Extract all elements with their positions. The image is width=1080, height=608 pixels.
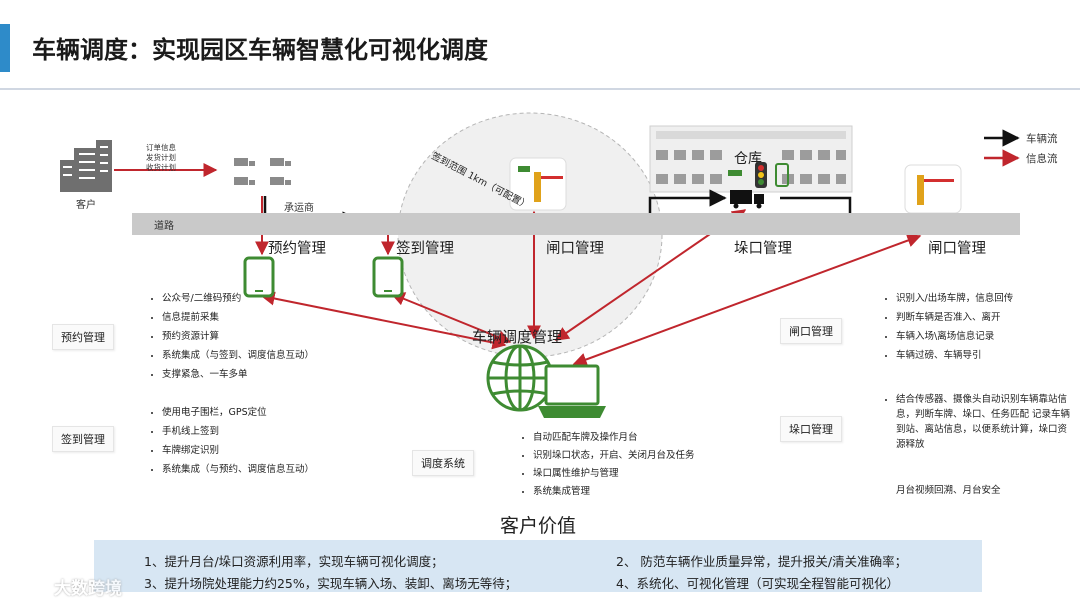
list-item: 信息提前采集 (162, 311, 332, 324)
list-item: 结合传感器、摄像头自动识别车辆靠站信息，判断车牌、垛口、任务匹配 记录车辆到站、… (896, 392, 1074, 452)
list-item: 系统集成管理 (533, 486, 743, 498)
customer-label: 客户 (76, 196, 96, 211)
dock-extra-note: 月台视频回溯、月台安全 (896, 482, 1001, 496)
gate-heading: 闸口管理 (780, 318, 842, 344)
list-item: 系统集成（与签到、调度信息互动） (162, 349, 332, 362)
dispatch-system-heading: 调度系统 (412, 450, 474, 476)
laptop-icon (538, 366, 606, 418)
node-checkin-label: 签到管理 (396, 237, 454, 258)
node-gate-entry-label: 闸口管理 (546, 237, 604, 258)
gate-barrier-icon (905, 165, 961, 213)
list-item: 垛口属性维护与管理 (533, 468, 743, 480)
node-booking-label: 预约管理 (268, 237, 326, 258)
watermark-logo-icon (10, 576, 50, 598)
booking-heading: 预约管理 (52, 324, 114, 350)
globe-icon (488, 346, 552, 410)
list-item: 预约资源计算 (162, 330, 332, 343)
carrier-label: 承运商 (284, 199, 314, 214)
dock-feature-list: 结合传感器、摄像头自动识别车辆靠站信息，判断车牌、垛口、任务匹配 记录车辆到站、… (878, 392, 1074, 458)
list-item: 识别垛口状态，开启、关闭月台及任务 (533, 450, 743, 462)
checkin-feature-list: 使用电子围栏，GPS定位 手机线上签到 车牌绑定识别 系统集成（与预约、调度信息… (144, 406, 332, 482)
customer-value-item: 4、系统化、可视化管理（可实现全程智能可视化） (616, 573, 899, 592)
customer-notes: 订单信息 发货计划 收货计划 (146, 143, 176, 173)
watermark: 大数跨境 (10, 574, 122, 599)
customer-building-icon (60, 140, 112, 192)
list-item: 判断车辆是否准入、离开 (896, 311, 1058, 324)
mobile-phone-icon (374, 258, 402, 296)
customer-note: 发货计划 (146, 153, 176, 163)
customer-note: 订单信息 (146, 143, 176, 153)
booking-feature-list: 公众号/二维码预约 信息提前采集 预约资源计算 系统集成（与签到、调度信息互动）… (144, 292, 332, 387)
list-item: 支撑紧急、一车多单 (162, 368, 332, 381)
legend-vehicle-flow-label: 车辆流 (1026, 131, 1058, 146)
list-item: 公众号/二维码预约 (162, 292, 332, 305)
customer-value-item: 2、 防范车辆作业质量异常，提升报关/清关准确率； (616, 551, 907, 570)
road: 道路 (132, 213, 1020, 235)
list-item: 使用电子围栏，GPS定位 (162, 406, 332, 419)
list-item: 车牌绑定识别 (162, 444, 332, 457)
watermark-text: 大数跨境 (54, 574, 122, 599)
carrier-fleet-icon (234, 158, 291, 185)
dock-heading: 垛口管理 (780, 416, 842, 442)
customer-value-item: 1、提升月台/垛口资源利用率，实现车辆可视化调度； (144, 551, 444, 570)
warehouse-label: 仓库 (734, 148, 762, 168)
list-item: 车辆入场\离场信息记录 (896, 330, 1058, 343)
customer-value-title: 客户价值 (500, 511, 576, 538)
checkin-heading: 签到管理 (52, 426, 114, 452)
customer-value-item: 3、提升场院处理能力约25%，实现车辆入场、装卸、离场无等待； (144, 573, 517, 592)
customer-note: 收货计划 (146, 163, 176, 173)
gate-feature-list: 识别入/出场车牌，信息回传 判断车辆是否准入、离开 车辆入场\离场信息记录 车辆… (878, 292, 1058, 368)
list-item: 识别入/出场车牌，信息回传 (896, 292, 1058, 305)
dispatch-center-title: 车辆调度管理 (472, 326, 562, 347)
truck-icon (730, 190, 764, 209)
legend-info-flow-label: 信息流 (1026, 151, 1058, 166)
customer-value-panel: 1、提升月台/垛口资源利用率，实现车辆可视化调度； 2、 防范车辆作业质量异常，… (94, 540, 982, 592)
list-item: 车辆过磅、车辆导引 (896, 349, 1058, 362)
road-label: 道路 (154, 217, 174, 232)
list-item: 手机线上签到 (162, 425, 332, 438)
list-item: 自动匹配车牌及操作月台 (533, 432, 743, 444)
node-dock-label: 垛口管理 (734, 237, 792, 258)
node-gate-exit-label: 闸口管理 (928, 237, 986, 258)
mobile-phone-icon (245, 258, 273, 296)
dispatch-feature-list: 自动匹配车牌及操作月台 识别垛口状态，开启、关闭月台及任务 垛口属性维护与管理 … (515, 432, 743, 504)
list-item: 系统集成（与预约、调度信息互动） (162, 463, 332, 476)
